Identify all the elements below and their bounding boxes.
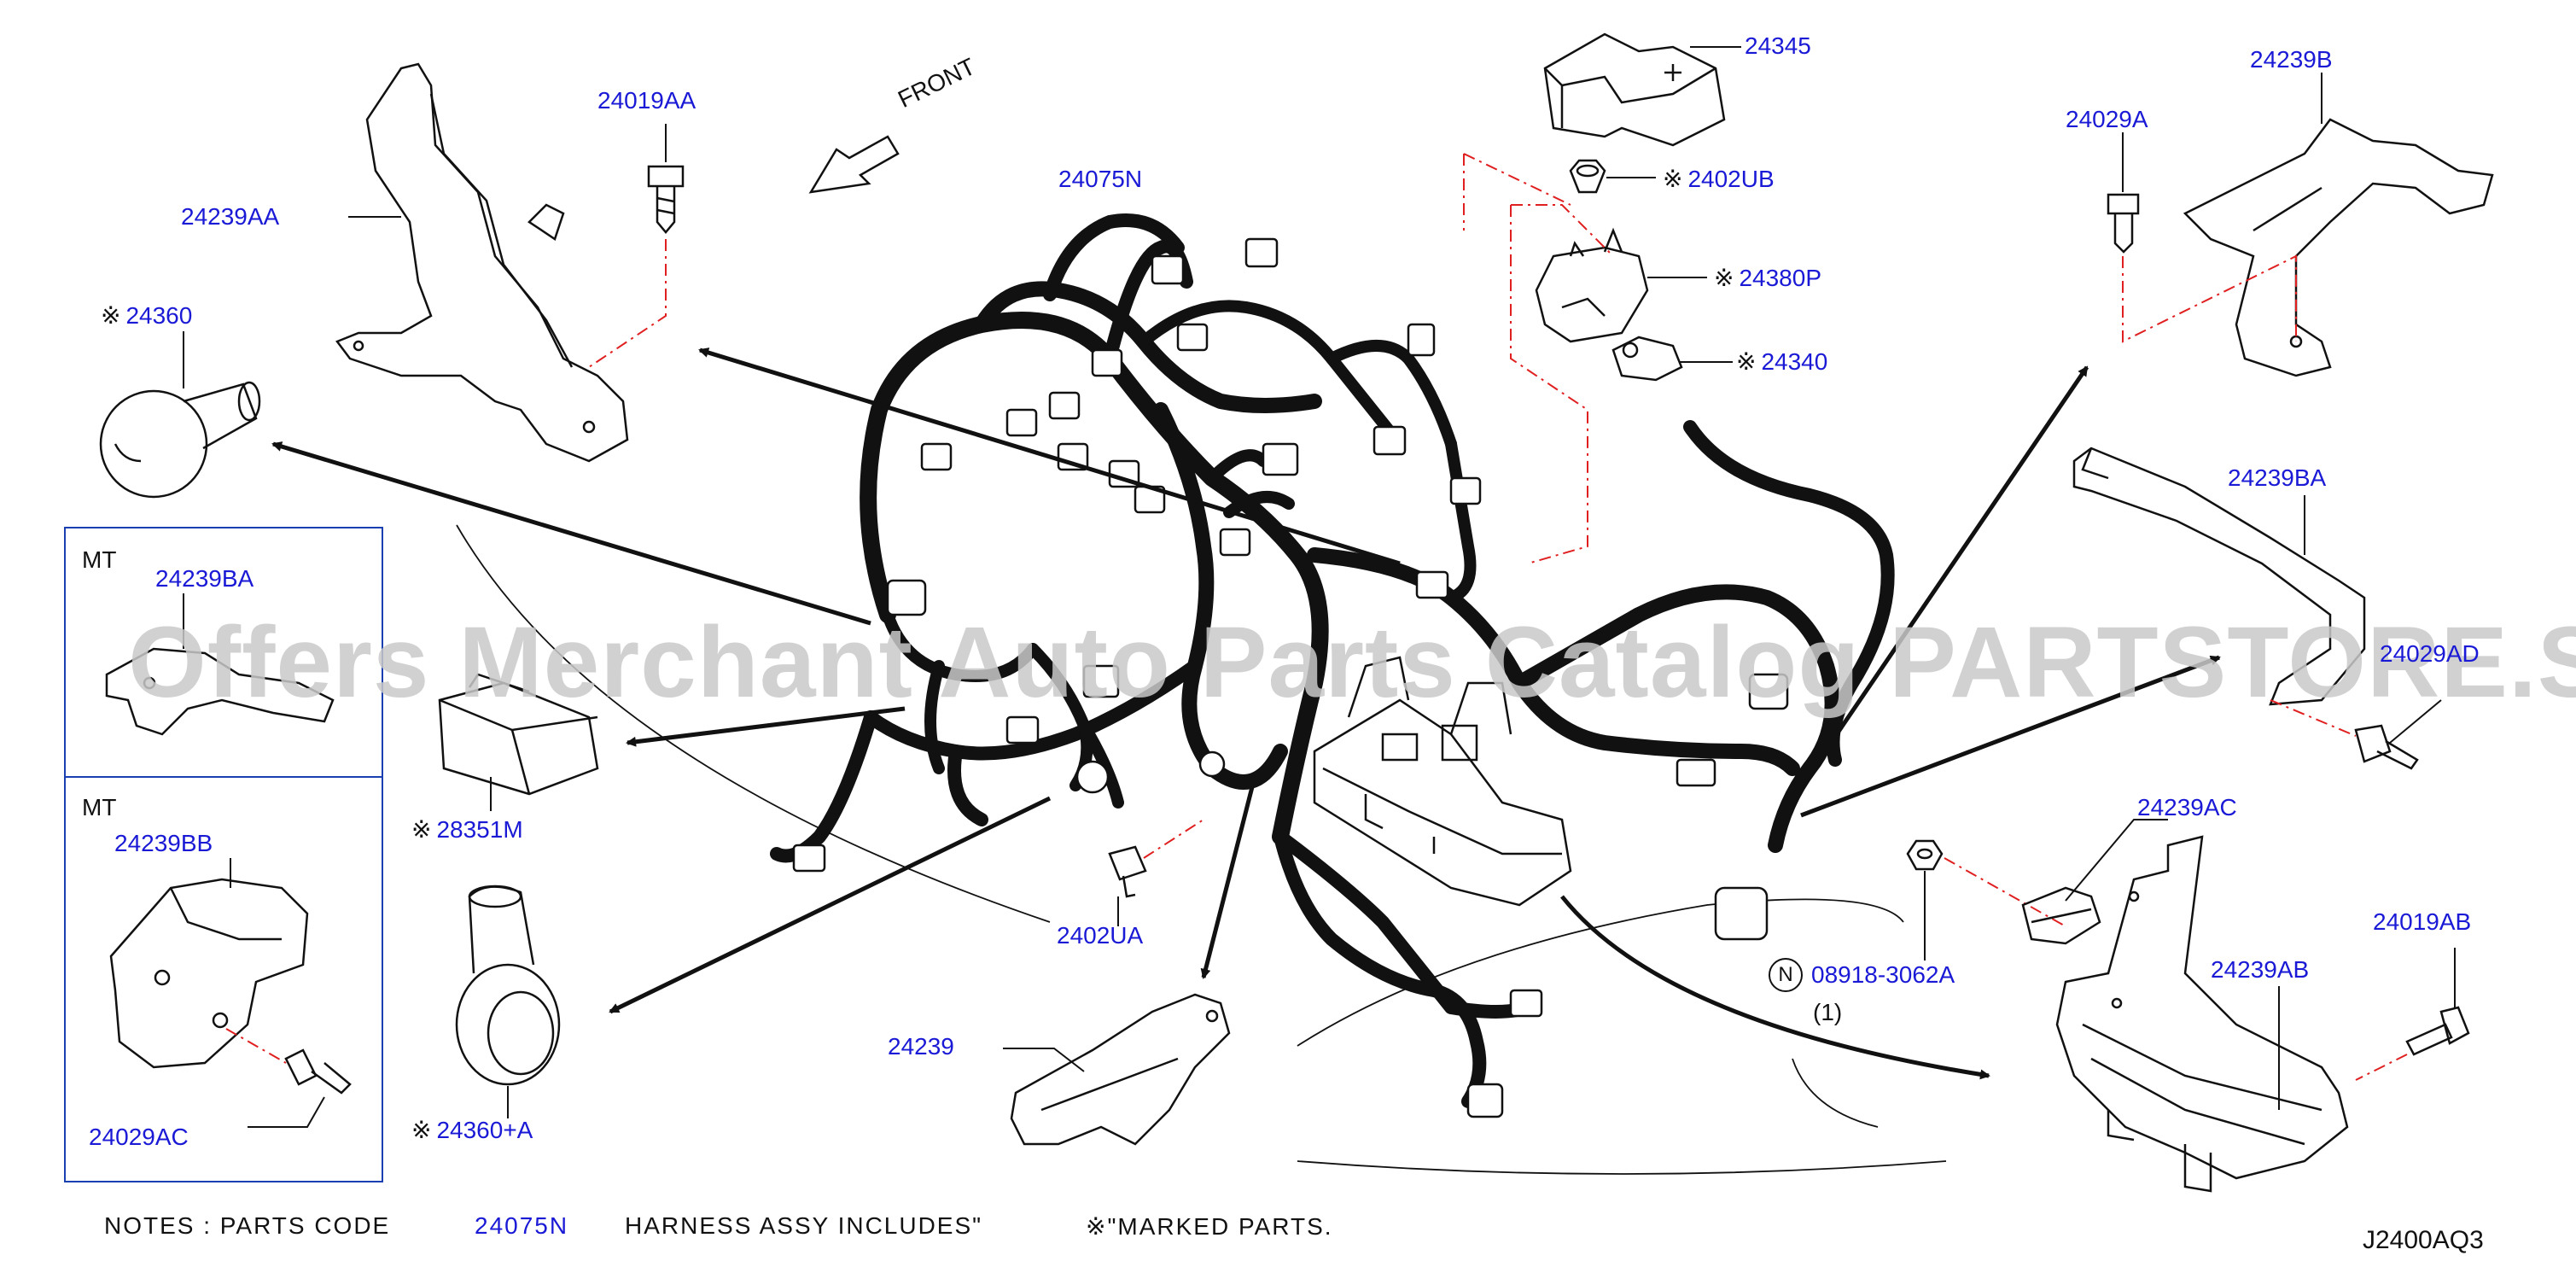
dash-24029ac [225,1028,287,1064]
dash-24029ad [2270,699,2357,737]
nut-08918-3062a [1906,839,1944,871]
dash-24019ab [2355,1054,2408,1081]
label-24360-text: 24360 [125,302,193,329]
mt-label-top: MT [82,546,117,573]
label-24380p-text: 24380P [1739,265,1822,291]
bracket-24239ac [2021,886,2101,945]
mt-label-bottom: MT [82,794,117,820]
bolt-2402ua [1108,845,1147,898]
bracket-24239 [1010,993,1231,1146]
module-28351m [438,673,599,796]
label-28351m: ※28351M [411,818,523,842]
bracket-24239ba-mt [105,647,335,736]
marked-icon: ※ [411,816,432,843]
label-24029a: 24029A [2066,106,2148,132]
label-24239b: 24239B [2250,46,2333,73]
notes-text-3-text: "MARKED PARTS. [1107,1213,1333,1240]
dash-24019aa [588,239,667,368]
bolt-24029a [2107,193,2140,254]
diagram-code: J2400AQ3 [2363,1226,2484,1254]
nut-2402ub [1569,159,1606,194]
bolt-24019ab [2405,1006,2470,1056]
label-24239: 24239 [888,1033,954,1060]
cap-24360 [99,381,261,499]
wiring-harness [770,213,1895,1108]
bracket-24239b [2183,118,2494,377]
leader-24029ac [248,1096,325,1128]
notes-code: 24075N [475,1212,569,1239]
leader-24239ac [2065,819,2168,902]
dash-08918 [1944,857,2066,927]
label-24360a: ※24360+A [411,1118,533,1142]
label-24019aa: 24019AA [597,87,696,114]
label-24239bb: 24239BB [114,830,213,856]
bolt-24029ad [2354,724,2419,770]
relay-block [1313,656,1572,907]
bolt-24029ac [284,1048,352,1095]
label-24239ba-mt: 24239BA [155,565,254,592]
label-24360a-text: 24360+A [436,1117,533,1143]
marked-icon: ※ [1736,348,1757,375]
dash-battery [1463,153,1614,564]
n-badge: N [1769,958,1803,992]
label-08918-qty: (1) [1813,999,1843,1025]
label-24340: ※24340 [1736,350,1827,374]
terminal-cover-24345 [1543,32,1726,147]
marked-icon: ※ [1714,265,1734,291]
label-2402ua: 2402UA [1057,922,1144,949]
notes-text-1: NOTES : PARTS CODE [104,1212,391,1239]
label-24380p: ※24380P [1714,266,1821,290]
engine-outline [456,524,1947,1175]
marked-icon: ※ [1086,1213,1108,1240]
marked-icon: ※ [101,302,121,329]
front-arrow [808,135,900,194]
label-24029ac: 24029AC [89,1124,189,1150]
label-24239ac: 24239AC [2137,794,2237,820]
label-24360: ※24360 [101,304,192,328]
mt-box-bottom [64,776,383,1182]
bolt-24019aa [647,165,685,234]
pointer-arrows [271,347,2221,1080]
dash-2402ua [1143,819,1204,859]
dash-24029a [2122,254,2297,343]
label-28351m-text: 28351M [436,816,523,843]
notes-text-3: ※"MARKED PARTS. [1086,1212,1333,1241]
marked-icon: ※ [1663,166,1683,192]
harness-connectors [792,237,1789,1118]
bracket-24239ba-right [2072,447,2366,706]
label-24239ba-right: 24239BA [2228,464,2327,491]
bracket-24239aa [335,62,629,463]
label-24075n: 24075N [1058,166,1143,192]
marked-icon: ※ [411,1117,432,1143]
leader-24029ad [2389,699,2442,744]
label-24239ab: 24239AB [2211,956,2310,983]
grommet-24360a [455,885,561,1086]
label-24029ad: 24029AD [2380,640,2480,667]
label-2402ub-text: 2402UB [1687,166,1775,192]
terminal-24340 [1611,336,1683,382]
label-24019ab: 24019AB [2373,908,2472,935]
bracket-24239bb [109,878,309,1069]
label-24239aa: 24239AA [181,203,280,230]
label-24345: 24345 [1745,32,1811,59]
leader-24239 [1003,1048,1085,1072]
watermark: Offers Merchant Auto Parts Catalog PARTS… [128,606,2576,719]
bracket-24239ab [2055,835,2349,1193]
notes-text-2: HARNESS ASSY INCLUDES" [625,1212,983,1239]
label-08918-3062a: 08918-3062A [1811,961,1955,988]
fusible-link-24380p [1535,227,1649,343]
label-2402ub: ※2402UB [1663,167,1775,191]
label-24340-text: 24340 [1761,348,1828,375]
